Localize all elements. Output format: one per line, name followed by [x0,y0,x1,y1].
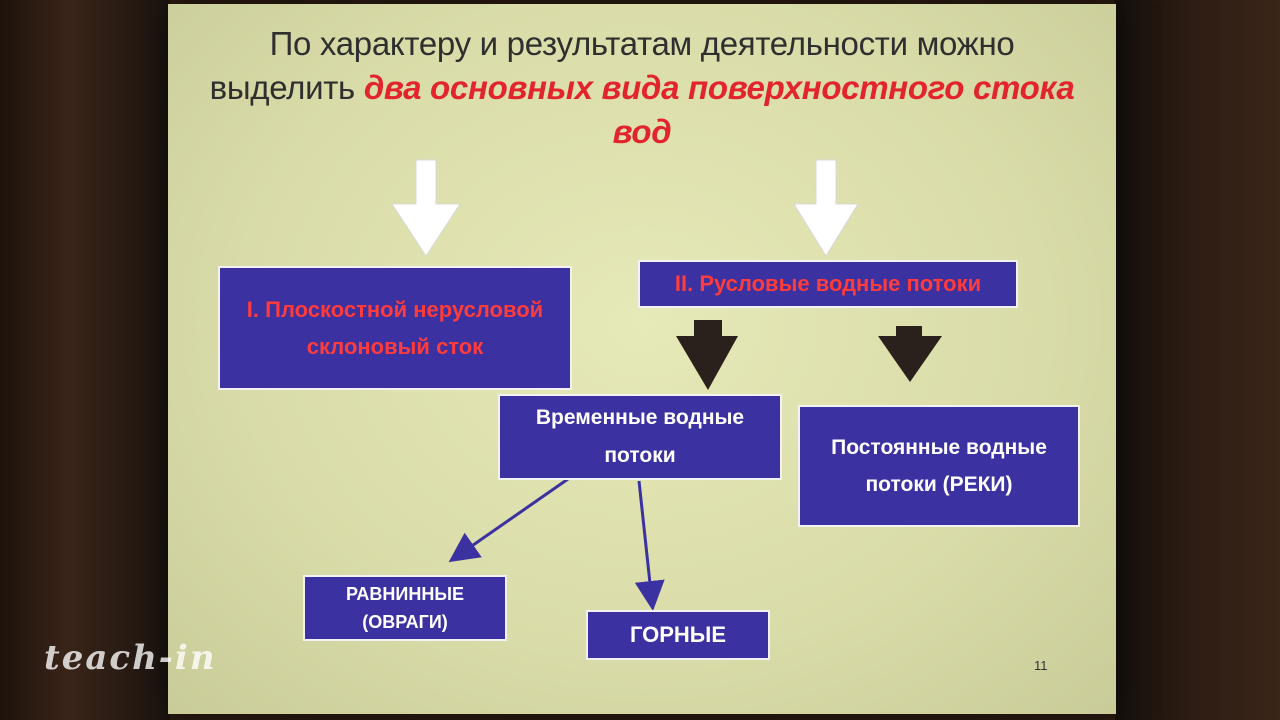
room-wall-left [0,0,170,720]
slide-page-number: 11 [1034,658,1048,673]
projected-slide: По характеру и результатам деятельности … [168,4,1116,714]
title-line-1: По характеру и результатам деятельности … [269,25,1015,62]
connector-to-mountain [634,480,665,611]
connector-to-plain [448,477,569,563]
dark-arrow-permanent [878,326,942,382]
box-permanent-flows-label: Постоянные водные потоки (РЕКИ) [831,436,1047,496]
box-plain: РАВНИННЫЕ (ОВРАГИ) [303,575,507,641]
watermark-logo: teach-in [44,638,217,678]
light-arrow-right [793,159,859,257]
box-temporary-flows: Временные водные потоки [498,394,782,480]
light-arrow-left [391,159,461,257]
slide-title: По характеру и результатам деятельности … [168,22,1116,154]
box-sheet-runoff: I. Плоскостной нерусловой склоновый сток [218,266,572,390]
title-accent: два основных вида поверхностного стока [363,69,1075,106]
box-permanent-flows: Постоянные водные потоки (РЕКИ) [798,405,1080,527]
title-accent-line-3: вод [612,113,672,150]
box-channel-flows-label: II. Русловые водные потоки [674,271,982,296]
diagram-connectors [391,159,942,611]
room-wall-right [1115,0,1280,720]
box-temporary-flows-label: Временные водные потоки [535,406,745,467]
title-line-2: выделить два основных вида поверхностног… [168,66,1116,110]
box-sheet-runoff-label: I. Плоскостной нерусловой склоновый сток [246,297,544,359]
box-mountain: ГОРНЫЕ [586,610,770,660]
title-line-2-prefix: выделить [209,69,364,106]
box-mountain-label: ГОРНЫЕ [629,622,727,647]
box-channel-flows: II. Русловые водные потоки [638,260,1018,308]
dark-arrow-temporary [676,320,738,390]
box-plain-label: РАВНИННЫЕ (ОВРАГИ) [346,584,464,632]
